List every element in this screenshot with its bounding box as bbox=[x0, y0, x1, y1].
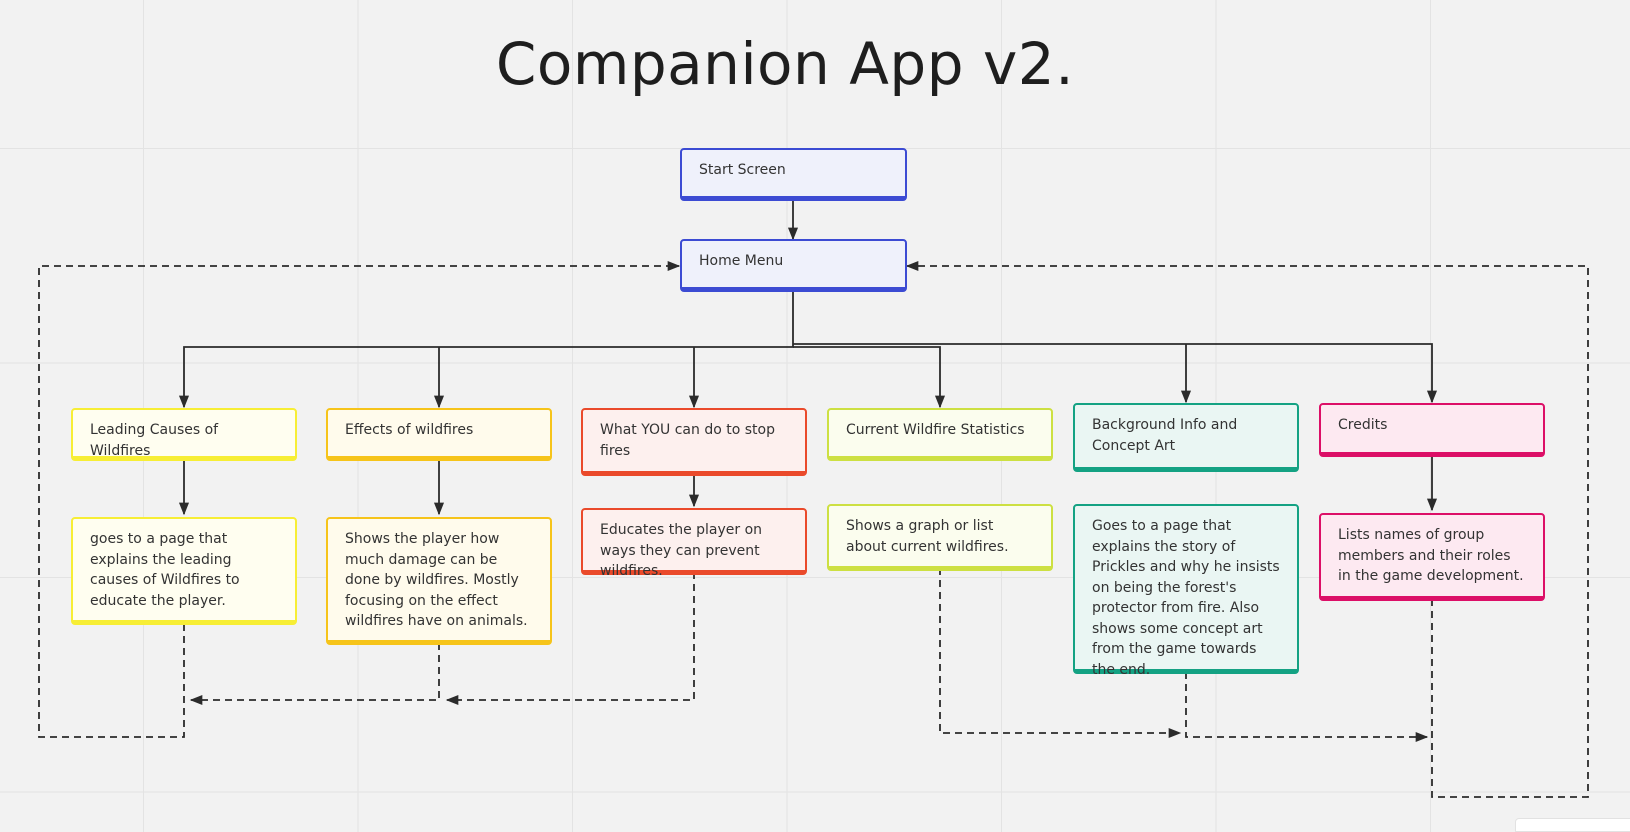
connector-statistics-return bbox=[939, 568, 1182, 739]
diagram-title: Companion App v2. bbox=[495, 30, 1075, 98]
node-background-info[interactable]: Background Info and Concept Art bbox=[1073, 403, 1299, 472]
node-effects-desc[interactable]: Shows the player how much damage can be … bbox=[326, 517, 552, 645]
connector-home-to-statistics bbox=[793, 346, 946, 409]
node-home-menu[interactable]: Home Menu bbox=[680, 239, 907, 292]
node-what-you-can-do[interactable]: What YOU can do to stop fires bbox=[581, 408, 807, 476]
node-current-statistics-desc[interactable]: Shows a graph or list about current wild… bbox=[827, 504, 1053, 571]
connector-effects-return bbox=[189, 643, 440, 706]
node-leading-causes-desc[interactable]: goes to a page that explains the leading… bbox=[71, 517, 297, 625]
connector-what-you-can-do-return bbox=[445, 572, 695, 706]
node-background-info-desc[interactable]: Goes to a page that explains the story o… bbox=[1073, 504, 1299, 678]
connector-home-to-causes bbox=[178, 292, 794, 409]
corner-panel-tab[interactable] bbox=[1515, 818, 1630, 832]
node-leading-causes[interactable]: Leading Causes of Wildfires bbox=[71, 408, 297, 461]
node-what-you-can-do-desc[interactable]: Educates the player on ways they can pre… bbox=[581, 508, 807, 579]
node-credits-desc[interactable]: Lists names of group members and their r… bbox=[1319, 513, 1545, 601]
node-current-statistics[interactable]: Current Wildfire Statistics bbox=[827, 408, 1053, 461]
connector-background-return bbox=[1185, 672, 1429, 743]
connector-home-to-background bbox=[793, 343, 1438, 404]
node-effects[interactable]: Effects of wildfires bbox=[326, 408, 552, 461]
node-start-screen[interactable]: Start Screen bbox=[680, 148, 907, 201]
connector-causes-return bbox=[38, 260, 681, 738]
connector-credits-return bbox=[905, 260, 1589, 798]
node-credits[interactable]: Credits bbox=[1319, 403, 1545, 457]
